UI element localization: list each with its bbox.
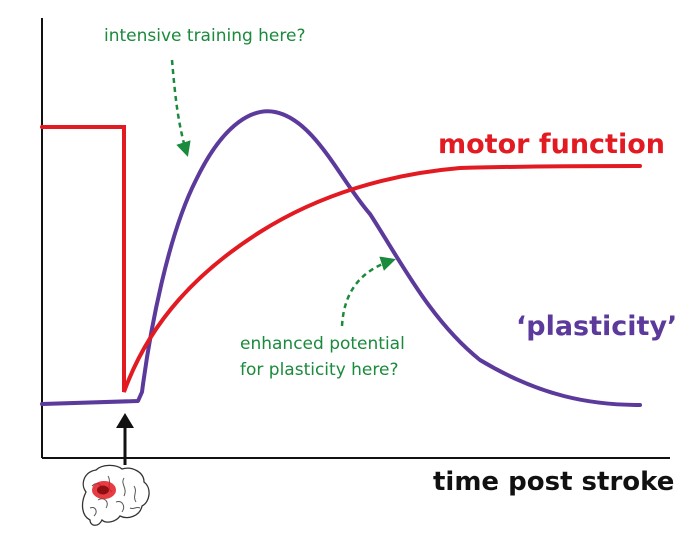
plasticity-window-arrow	[340, 256, 396, 327]
stroke-event-arrowhead	[116, 413, 134, 428]
plasticity-label: ‘plasticity’	[516, 311, 678, 342]
x-axis-label: time post stroke	[433, 467, 675, 497]
training-arrow	[170, 59, 191, 157]
brain-outline	[81, 464, 150, 526]
plasticity-curve	[40, 109, 642, 407]
enhanced-potential-line-1: enhanced potential	[240, 334, 405, 354]
enhanced-potential-line-2: for plasticity here?	[240, 360, 399, 380]
motor-function-curve	[40, 125, 642, 393]
lesion-core	[97, 485, 109, 495]
enhanced-potential-label: enhanced potential for plasticity here?	[240, 331, 405, 383]
brain-icon	[81, 464, 150, 526]
motor-function-label: motor function	[438, 129, 665, 160]
intensive-training-label: intensive training here?	[104, 26, 306, 46]
